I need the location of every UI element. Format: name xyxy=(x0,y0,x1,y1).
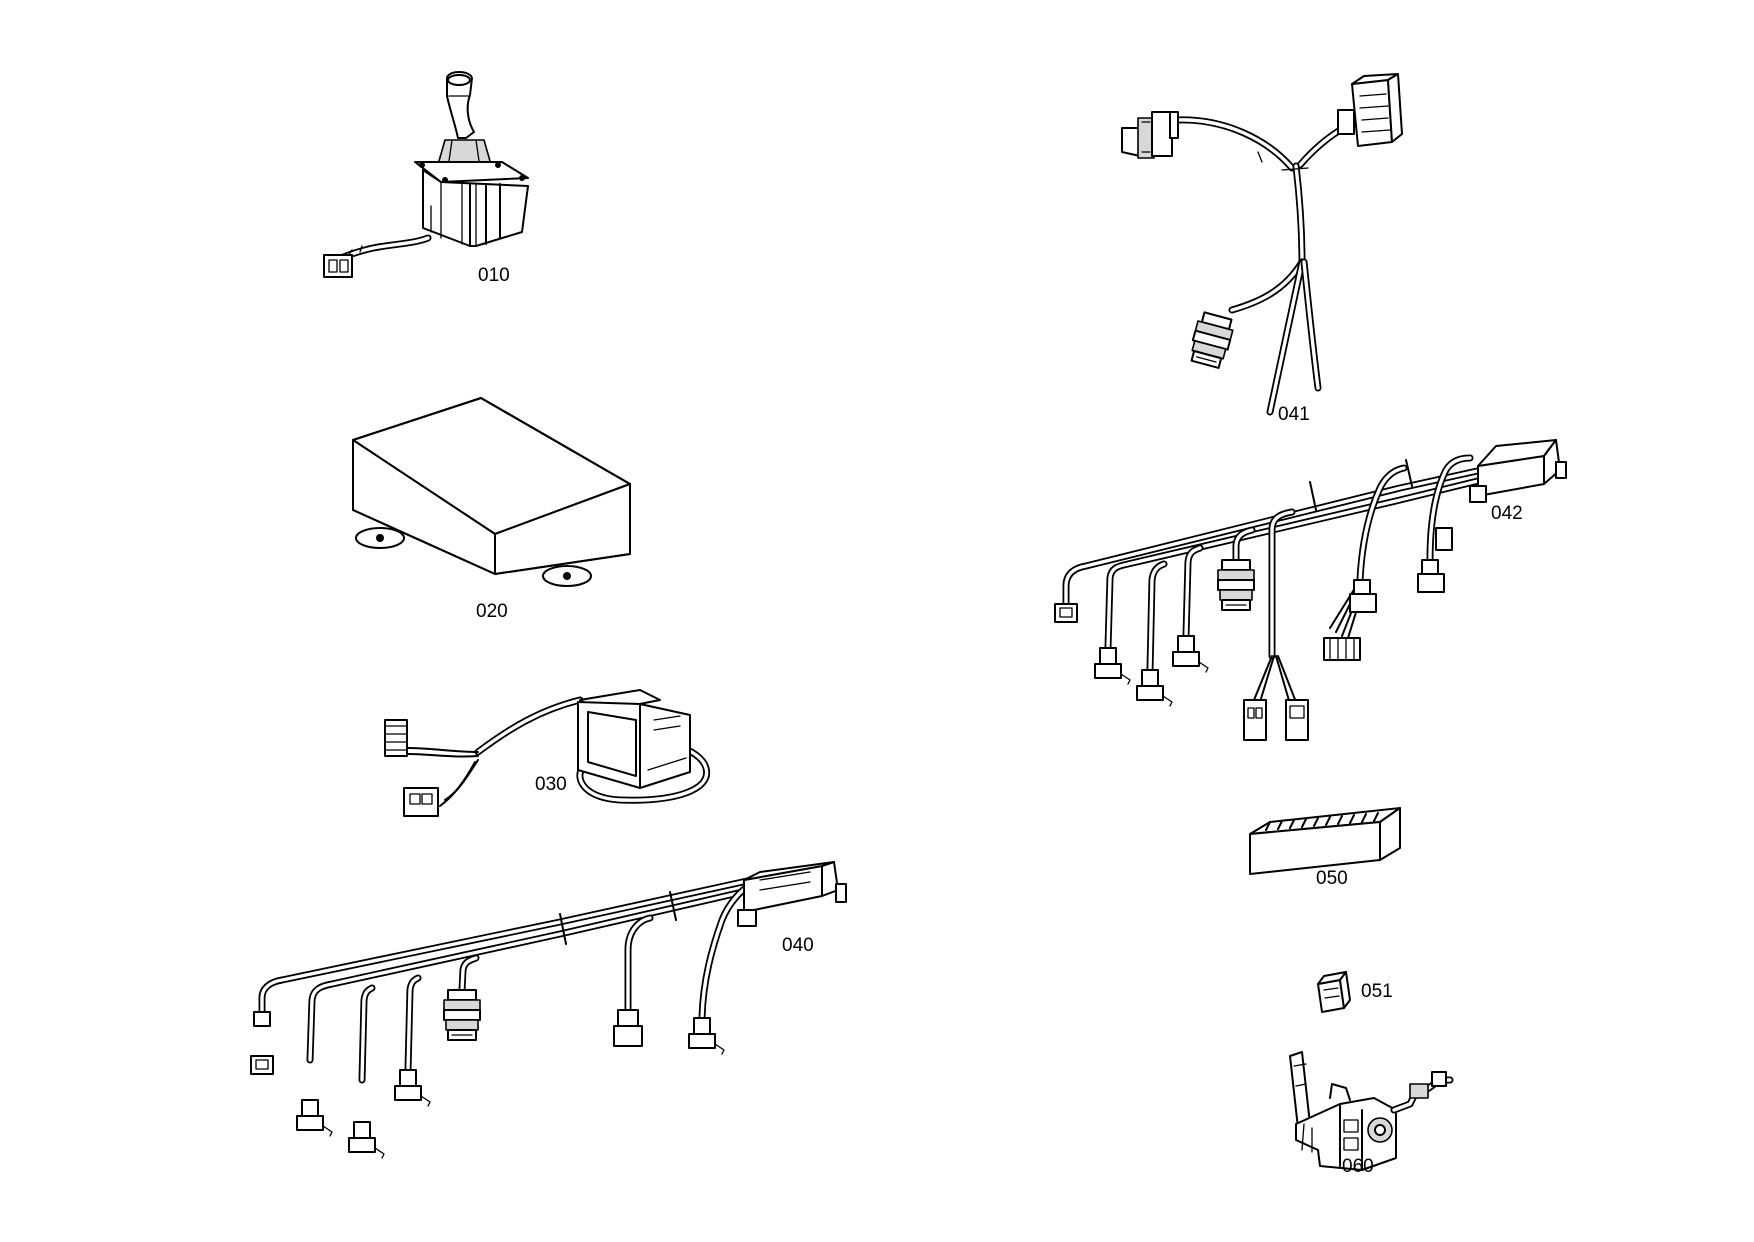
part-label-020[interactable]: 020 xyxy=(476,601,508,622)
part-label-040[interactable]: 040 xyxy=(782,935,814,956)
part-label-030[interactable]: 030 xyxy=(535,774,567,795)
part-050-terminal-strip-illustration xyxy=(1249,807,1401,875)
part-label-060[interactable]: 060 xyxy=(1342,1156,1374,1177)
part-051-plug-illustration xyxy=(1317,971,1351,1013)
part-label-010[interactable]: 010 xyxy=(478,265,510,286)
part-label-050[interactable]: 050 xyxy=(1316,868,1348,889)
part-label-041[interactable]: 041 xyxy=(1278,404,1310,425)
part-040-wiring-harness-illustration xyxy=(250,861,847,1159)
part-060-lever-switch-illustration xyxy=(1289,1051,1454,1171)
part-030-display-illustration xyxy=(384,689,711,817)
part-label-051[interactable]: 051 xyxy=(1361,981,1393,1002)
part-020-control-box-illustration xyxy=(352,397,631,587)
part-010-joystick-illustration xyxy=(323,71,529,278)
part-041-cable-illustration xyxy=(1121,73,1403,416)
part-042-wiring-harness-illustration xyxy=(1054,439,1567,741)
part-label-042[interactable]: 042 xyxy=(1491,503,1523,524)
